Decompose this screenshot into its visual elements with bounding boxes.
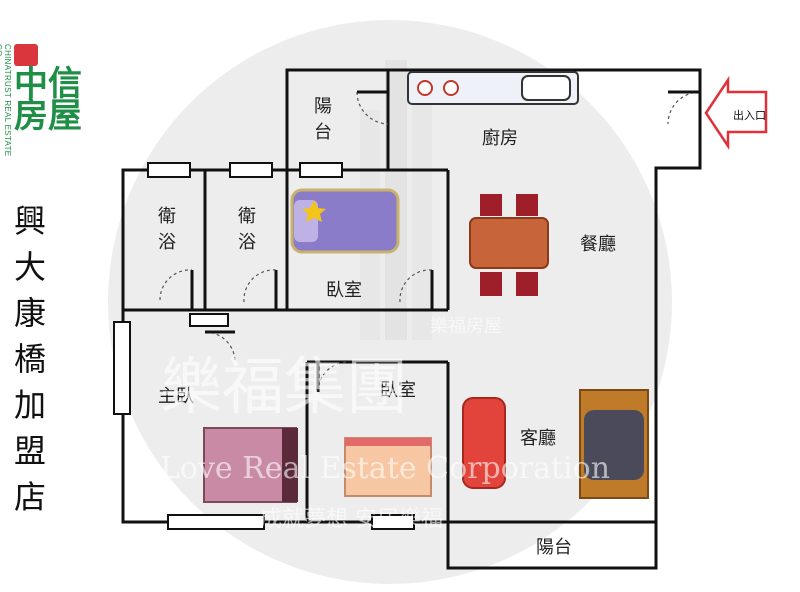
kitchen-counter: [407, 71, 579, 105]
label-kitchen: 廚房: [482, 127, 518, 149]
bed-top: [290, 188, 400, 254]
label-living: 客廳: [520, 428, 556, 449]
tv-cabinet: [579, 389, 649, 499]
label-bedroom-top: 臥室: [326, 280, 362, 301]
label-master: 主臥: [158, 386, 194, 407]
sofa-red: [462, 397, 506, 489]
entrance-label: 出入口: [733, 108, 766, 122]
entrance-arrow-icon: [704, 75, 768, 151]
label-bedroom-bottom: 臥室: [380, 380, 416, 401]
label-dining: 餐廳: [580, 234, 616, 255]
sidebar: CHINATRUST REAL ESTATE CO. 中信房屋 興大康橋加盟店: [0, 0, 100, 592]
label-balcony-top-1: 陽: [314, 96, 332, 117]
label-bath-1a: 衛: [158, 206, 176, 227]
brand-logo-icon: [14, 44, 38, 66]
door-swings: [159, 91, 701, 393]
watermark-english: Love Real Estate Corporation: [160, 451, 610, 486]
door-leaves: [190, 90, 700, 392]
dining-table: [469, 194, 549, 296]
label-bath-2b: 浴: [238, 232, 256, 253]
watermark-slogan: 成就夢想 安居樂福: [260, 507, 443, 532]
logo-chinese: 中信房屋: [14, 64, 82, 136]
logo-english: CHINATRUST REAL ESTATE CO.: [0, 44, 12, 157]
store-name: 興大康橋加盟店: [13, 202, 46, 516]
label-bath-2a: 衛: [238, 206, 256, 227]
bed-bottom: [344, 437, 432, 497]
watermark-chinese: 樂福集團: [160, 350, 408, 423]
watermark-small: 樂福房屋: [430, 316, 502, 337]
label-bath-1b: 浴: [158, 232, 176, 253]
label-balcony-bottom: 陽台: [536, 537, 572, 558]
label-balcony-top-2: 台: [314, 122, 332, 143]
bed-master: [203, 427, 298, 503]
windows: [113, 162, 415, 530]
